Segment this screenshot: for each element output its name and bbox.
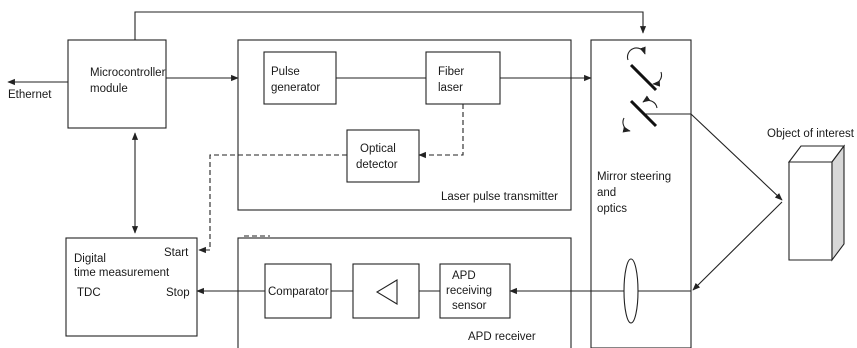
dtm-label-2: time measurement <box>74 267 170 279</box>
mirror-steering-label-3: optics <box>597 203 627 215</box>
mirror-icon <box>629 99 658 128</box>
object-of-interest-label: Object of interest <box>767 128 855 140</box>
apd-sensor-label: APD <box>452 270 476 282</box>
fiber-laser-label: Fiber <box>438 66 464 78</box>
optical-detector-box <box>346 129 420 183</box>
tdc-label: TDC <box>77 287 101 299</box>
apd-sensor-label-3: sensor <box>452 300 487 312</box>
dtm-label: Digital <box>74 253 106 265</box>
outgoing-light-path <box>643 113 783 201</box>
optical-detector-label-2: detector <box>356 159 398 171</box>
laser-to-detector-dashed-arrow <box>418 104 464 159</box>
rotation-arrows-icon <box>622 46 663 133</box>
mirror-steering-optics-box <box>590 39 692 348</box>
pulse-generator-label: Pulse <box>271 66 300 78</box>
pulse-generator-box <box>263 51 337 105</box>
amplifier-triangle-icon <box>375 279 398 305</box>
amplifier-box <box>352 263 420 319</box>
comparator-label: Comparator <box>268 286 329 298</box>
microcontroller-label-2: module <box>90 83 128 95</box>
microcontroller-module-box <box>67 39 167 129</box>
apd-sensor-label-2: receiving <box>446 285 492 297</box>
detector-to-start-dashed-arrow <box>198 154 347 254</box>
laser-transmitter-label: Laser pulse transmitter <box>441 191 558 203</box>
pulse-generator-label-2: generator <box>271 82 320 94</box>
lens-icon <box>623 258 639 324</box>
object-of-interest-shape <box>787 144 846 262</box>
return-light-path <box>692 201 783 291</box>
mirror-icon <box>629 63 658 92</box>
mirror-steering-label: Mirror steering <box>597 171 671 183</box>
digital-time-measurement-box <box>65 237 198 337</box>
mcu-to-mirror-line <box>134 11 647 40</box>
apd-receiver-label: APD receiver <box>468 331 536 343</box>
ethernet-label: Ethernet <box>8 89 52 101</box>
fiber-laser-label-2: laser <box>438 82 463 94</box>
stop-label: Stop <box>166 287 190 299</box>
optical-detector-label: Optical <box>360 143 396 155</box>
fiber-laser-box <box>425 51 501 105</box>
mirror-steering-label-2: and <box>597 187 616 199</box>
microcontroller-label: Microcontroller <box>90 67 166 79</box>
start-label: Start <box>164 247 189 259</box>
